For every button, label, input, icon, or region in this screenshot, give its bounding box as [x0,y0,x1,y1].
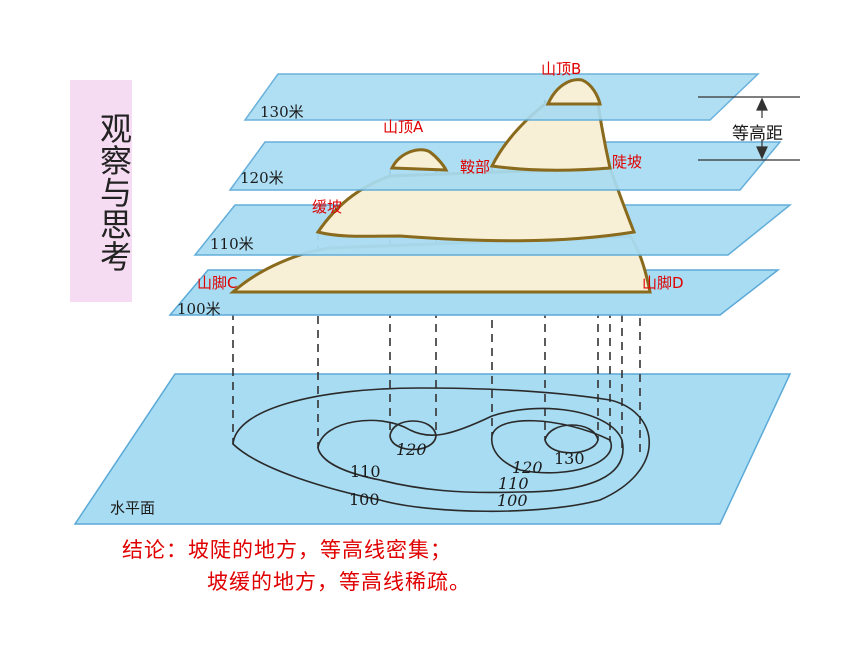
label-steep-slope: 陡坡 [612,153,643,171]
plane-label-110: 110米 [210,235,254,253]
plane-label-120: 120米 [240,169,284,187]
contour-label-120-left: 120 [396,440,427,459]
label-saddle: 鞍部 [460,158,491,176]
contour-label-100-right: 100 [497,491,528,510]
base-plane [73,373,792,525]
contour-label-100-left: 100 [349,490,380,509]
contour-label-130: 130 [554,449,585,468]
contour-lines [232,387,651,513]
label-foot-c: 山脚C [197,274,238,292]
conclusion-line-1: 结论：坡陡的地方，等高线密集； [122,538,452,562]
label-peak-b: 山顶B [541,60,582,78]
label-gentle-slope: 缓坡 [312,198,343,216]
plane-130 [243,73,760,121]
plane-label-100: 100米 [177,300,221,318]
conclusion-line-2: 坡缓的地方，等高线稀疏。 [207,570,471,594]
label-peak-a: 山顶A [383,118,424,136]
contour-label-120-right: 120 [512,458,543,477]
side-title: 观察与思考 [95,111,133,272]
side-panel [70,80,132,302]
plane-label-130: 130米 [260,103,304,121]
label-contour-interval: 等高距 [732,124,783,144]
contour-label-110-left: 110 [350,462,381,481]
peak-b-top [545,78,602,106]
contour-label-110-right: 110 [498,474,529,493]
label-foot-d: 山脚D [642,274,684,292]
peak-a-top [389,148,449,172]
plane-label-base: 水平面 [110,499,156,517]
